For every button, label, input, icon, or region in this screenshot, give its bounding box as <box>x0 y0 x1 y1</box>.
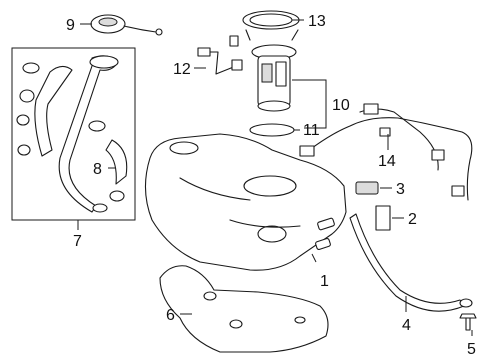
tank-harness-main <box>303 117 473 201</box>
filler-neck-top <box>89 55 119 69</box>
fuel-tank-part <box>144 133 347 271</box>
pump-connector-c <box>231 59 243 71</box>
pump-wiring-part <box>197 35 243 75</box>
pump-connector-b <box>229 35 239 47</box>
tank-harness-connector-3 <box>431 149 445 161</box>
callout-4: 4 <box>402 317 411 334</box>
callout-14: 14 <box>378 153 396 170</box>
tank-mount-1 <box>317 217 335 231</box>
clamp-small-4 <box>17 144 31 156</box>
callout-numbers: 9 13 12 10 11 14 3 2 1 4 5 6 8 7 <box>66 13 476 358</box>
strap-pad-body <box>375 205 391 231</box>
hose-clamp-2 <box>109 190 125 202</box>
hose-clamp-1 <box>88 120 106 132</box>
filler-cap-top <box>98 17 118 27</box>
bolt-head <box>459 313 477 319</box>
pump-harness-wire <box>209 51 237 75</box>
pump-seal-ring <box>249 123 295 137</box>
tank-harness-part <box>299 103 473 201</box>
clamp-small-1 <box>22 62 40 74</box>
connector-clip-body <box>355 181 379 195</box>
tank-mount-2 <box>315 238 331 250</box>
vent-hose <box>34 65 73 157</box>
tank-filler-opening <box>169 141 199 155</box>
callout-9: 9 <box>66 17 75 34</box>
callout-7: 7 <box>73 233 82 250</box>
filler-cap-tether <box>123 25 157 33</box>
callout-13: 13 <box>308 13 326 30</box>
strap-end-eye <box>459 298 473 308</box>
tank-harness-connector-5 <box>379 127 391 137</box>
callout-2: 2 <box>408 211 417 228</box>
inset-frame <box>11 47 136 221</box>
heat-shield-hole-3 <box>294 316 306 324</box>
heat-shield-body <box>159 265 329 353</box>
heat-shield-hole-1 <box>203 291 217 301</box>
tank-harness-connector-2 <box>363 103 379 115</box>
callout-5: 5 <box>467 341 476 358</box>
leader-lines <box>77 19 473 336</box>
tank-sump <box>257 225 287 243</box>
pump-level-sender <box>275 61 287 87</box>
callout-8: 8 <box>93 161 102 178</box>
filler-cap-part <box>90 14 163 36</box>
clamp-small-3 <box>16 114 30 126</box>
tank-harness-connector-1 <box>299 145 315 157</box>
heat-shield-hole-2 <box>229 319 243 329</box>
pump-base <box>257 100 291 112</box>
filler-neck-pipe <box>58 55 119 213</box>
leader-10 <box>292 79 327 129</box>
tank-pump-opening <box>243 175 297 197</box>
clamp-small-2 <box>19 89 35 103</box>
pump-motor <box>261 63 273 83</box>
filler-pipe-inset <box>11 47 136 221</box>
filler-cap-tether-end <box>155 28 163 36</box>
strap-bolt-part <box>459 313 477 331</box>
callout-3: 3 <box>396 181 405 198</box>
pump-connector-a <box>197 47 211 57</box>
tank-harness-connector-4 <box>451 185 465 197</box>
fuel-pump-module-part <box>245 29 299 112</box>
fuel-tank-shell <box>144 133 347 271</box>
filler-hose-shape <box>105 139 128 185</box>
pump-lines <box>245 29 299 41</box>
lock-ring-part <box>242 10 300 30</box>
tank-ribs <box>179 177 301 228</box>
callout-1: 1 <box>320 273 329 290</box>
callout-10: 10 <box>332 97 350 114</box>
leader-1 <box>311 253 317 263</box>
callout-11: 11 <box>303 122 320 139</box>
callout-6: 6 <box>166 307 175 324</box>
bolt-shank <box>465 317 471 331</box>
fuel-tank-strap-body <box>349 213 465 312</box>
pipe-outlet <box>92 203 108 213</box>
callout-12: 12 <box>173 61 191 78</box>
